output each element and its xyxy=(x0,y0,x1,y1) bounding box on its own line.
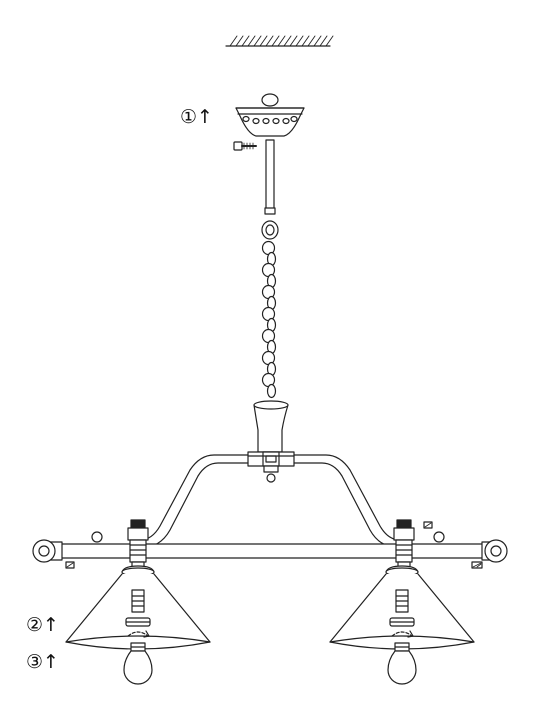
hanging-rod xyxy=(261,139,279,240)
socket-right xyxy=(395,589,409,613)
chain xyxy=(261,240,277,399)
set-screw-left xyxy=(65,561,75,569)
set-screw-right xyxy=(471,561,483,569)
knob-right xyxy=(433,531,445,543)
ceiling-canopy xyxy=(235,93,305,137)
step-3-number: ③ xyxy=(26,651,44,673)
bulb-right xyxy=(387,642,417,685)
finial-left xyxy=(32,539,56,563)
clamp-left xyxy=(127,519,149,569)
step-3-arrow-icon: ↑ xyxy=(43,651,59,673)
socket-left xyxy=(131,589,145,613)
step-1-marker: ①↑ xyxy=(180,108,213,127)
step-2-arrow-icon: ↑ xyxy=(43,614,59,636)
mounting-screw xyxy=(233,141,257,151)
arch-arm-right xyxy=(293,454,401,549)
step-2-number: ② xyxy=(26,614,44,636)
locking-ring-right xyxy=(389,617,415,627)
finial-right xyxy=(484,539,508,563)
locking-ring-left xyxy=(125,617,151,627)
horizontal-bar xyxy=(47,541,497,561)
ceiling-mark xyxy=(225,35,334,47)
step-3-marker: ③↑ xyxy=(26,653,59,672)
knob-left xyxy=(91,531,103,543)
center-hub xyxy=(247,400,295,483)
arch-arm-left xyxy=(139,454,249,549)
set-screw-top-right xyxy=(423,521,433,529)
rotate-arrow-left xyxy=(127,630,150,638)
step-2-marker: ②↑ xyxy=(26,616,59,635)
step-1-arrow-icon: ↑ xyxy=(197,106,213,128)
clamp-right xyxy=(393,519,415,569)
rotate-arrow-right xyxy=(391,630,414,638)
bulb-left xyxy=(123,642,153,685)
step-1-number: ① xyxy=(180,106,198,128)
